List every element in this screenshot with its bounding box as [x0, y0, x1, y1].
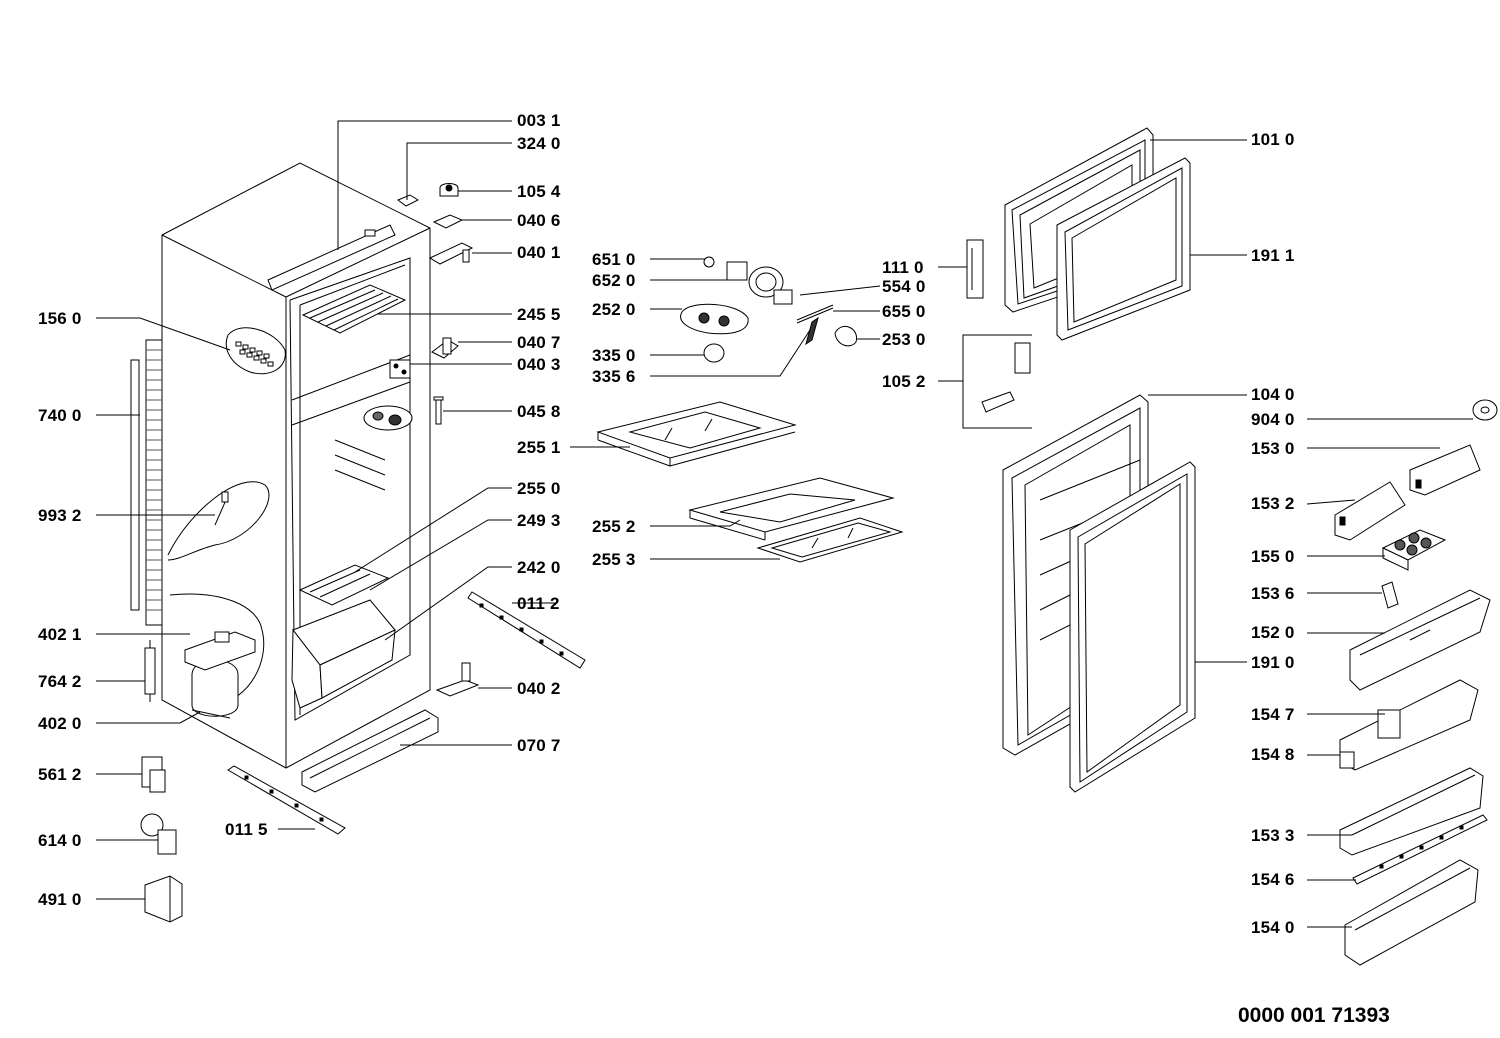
part-label-402-1: 402 1 — [38, 625, 82, 644]
part-label-655-0: 655 0 — [882, 302, 926, 321]
part-label-255-0: 255 0 — [517, 479, 561, 498]
cabinet-drawing — [131, 163, 585, 922]
part-label-252-0: 252 0 — [592, 300, 636, 319]
doors-drawing — [963, 128, 1497, 965]
part-label-040-1: 040 1 — [517, 243, 561, 262]
part-label-651-0: 651 0 — [592, 250, 636, 269]
part-label-153-3: 153 3 — [1251, 826, 1295, 845]
part-label-155-0: 155 0 — [1251, 547, 1295, 566]
part-label-154-8: 154 8 — [1251, 745, 1295, 764]
part-label-105-2: 105 2 — [882, 372, 926, 391]
part-label-561-2: 561 2 — [38, 765, 82, 784]
part-label-242-0: 242 0 — [517, 558, 561, 577]
part-label-491-0: 491 0 — [38, 890, 82, 909]
part-label-156-0: 156 0 — [38, 309, 82, 328]
part-label-040-2: 040 2 — [517, 679, 561, 698]
part-label-253-0: 253 0 — [882, 330, 926, 349]
part-label-154-0: 154 0 — [1251, 918, 1295, 937]
part-label-153-2: 153 2 — [1251, 494, 1295, 513]
part-label-614-0: 614 0 — [38, 831, 82, 850]
part-label-191-0: 191 0 — [1251, 653, 1295, 672]
part-label-154-7: 154 7 — [1251, 705, 1295, 724]
part-label-554-0: 554 0 — [882, 277, 926, 296]
part-label-335-0: 335 0 — [592, 346, 636, 365]
part-label-764-2: 764 2 — [38, 672, 82, 691]
part-label-245-5: 245 5 — [517, 305, 561, 324]
part-label-255-2: 255 2 — [592, 517, 636, 536]
part-label-335-6: 335 6 — [592, 367, 636, 386]
part-label-255-3: 255 3 — [592, 550, 636, 569]
part-label-104-0: 104 0 — [1251, 385, 1295, 404]
part-label-740-0: 740 0 — [38, 406, 82, 425]
part-label-003-1: 003 1 — [517, 111, 561, 130]
part-label-904-0: 904 0 — [1251, 410, 1295, 429]
part-label-191-1: 191 1 — [1251, 246, 1295, 265]
part-label-105-4: 105 4 — [517, 182, 561, 201]
part-label-040-3: 040 3 — [517, 355, 561, 374]
part-label-652-0: 652 0 — [592, 271, 636, 290]
part-label-154-6: 154 6 — [1251, 870, 1295, 889]
drawing-number: 0000 001 71393 — [1238, 1004, 1390, 1027]
part-label-045-8: 045 8 — [517, 402, 561, 421]
part-label-101-0: 101 0 — [1251, 130, 1295, 149]
part-label-011-5: 011 5 — [225, 820, 268, 839]
part-label-152-0: 152 0 — [1251, 623, 1295, 642]
middle-parts-drawing — [598, 257, 902, 562]
part-label-011-2: 011 2 — [517, 594, 560, 613]
part-label-153-6: 153 6 — [1251, 584, 1295, 603]
part-label-111-0: 111 0 — [882, 258, 924, 277]
part-label-249-3: 249 3 — [517, 511, 561, 530]
part-label-402-0: 402 0 — [38, 714, 82, 733]
part-label-993-2: 993 2 — [38, 506, 82, 525]
part-label-324-0: 324 0 — [517, 134, 561, 153]
part-label-070-7: 070 7 — [517, 736, 561, 755]
part-label-040-7: 040 7 — [517, 333, 561, 352]
part-label-153-0: 153 0 — [1251, 439, 1295, 458]
part-label-255-1: 255 1 — [517, 438, 561, 457]
part-label-040-6: 040 6 — [517, 211, 561, 230]
leader-lines — [96, 121, 1473, 927]
